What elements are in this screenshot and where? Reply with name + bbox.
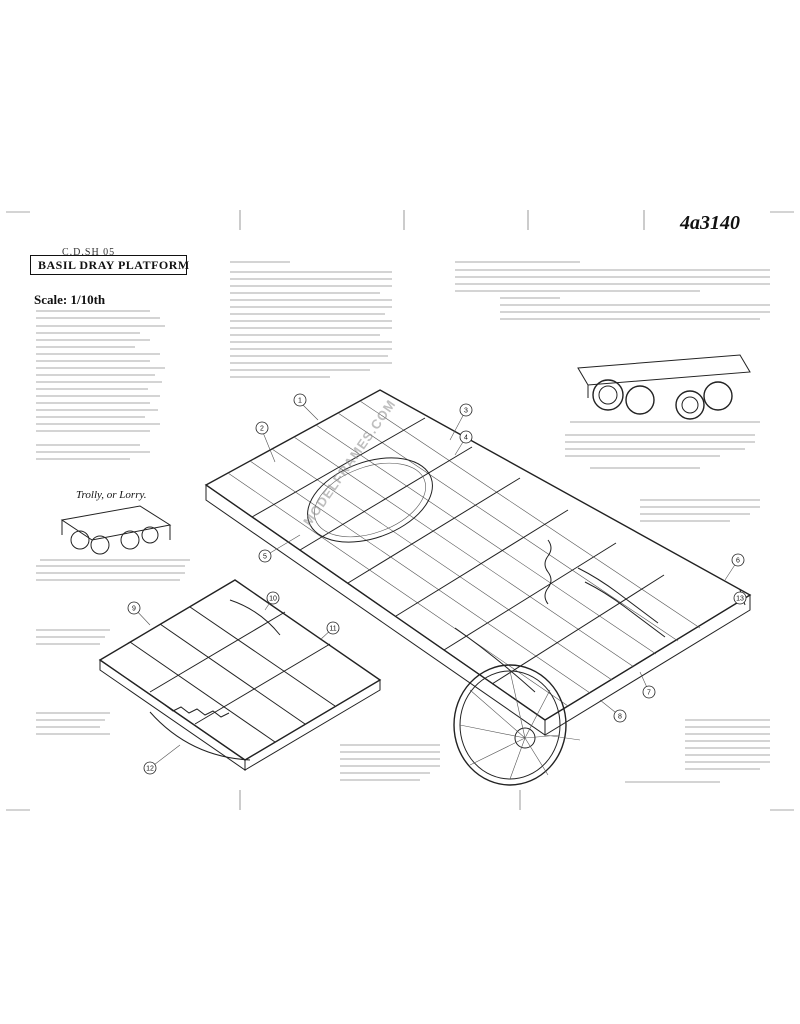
callout-number-9: 9 (132, 606, 136, 613)
callout-number-1: 1 (298, 398, 302, 405)
drawing-title: BASIL DRAY PLATFORM (38, 258, 190, 272)
callout-number-7: 7 (647, 690, 651, 697)
callout-number-3: 3 (464, 408, 468, 415)
callout-number-10: 10 (269, 596, 277, 603)
callout-10 (266, 591, 280, 605)
callout-9 (127, 601, 141, 615)
callout-6 (731, 553, 745, 567)
callout-11 (326, 621, 340, 635)
callout-4 (459, 430, 473, 444)
title-box (30, 255, 187, 275)
callout-13 (733, 591, 747, 605)
callout-2 (255, 421, 269, 435)
dray-sketch (570, 354, 760, 423)
callout-12 (143, 761, 157, 775)
callout-number-8: 8 (618, 714, 622, 721)
reference-code: C.D.SH 05 (62, 247, 116, 258)
catalogue-number: 4a3140 (680, 212, 740, 234)
front-wheel (453, 664, 567, 786)
callout-number-6: 6 (736, 558, 740, 565)
callout-3 (459, 403, 473, 417)
callout-circles (127, 393, 747, 775)
callout-number-11: 11 (329, 626, 336, 633)
left-notes-text (36, 310, 185, 735)
notes-text-columns (230, 261, 770, 783)
trolley-sketch (40, 505, 190, 561)
callout-number-12: 12 (146, 766, 154, 773)
callout-8 (613, 709, 627, 723)
callout-number-5: 5 (263, 554, 267, 561)
callout-1 (293, 393, 307, 407)
callout-7 (642, 685, 656, 699)
callout-5 (258, 549, 272, 563)
callout-number-13: 13 (736, 596, 744, 603)
main-platform (204, 389, 752, 736)
callout-number-2: 2 (260, 426, 264, 433)
crop-marks (6, 210, 794, 811)
scale-label: Scale: 1/10th (34, 292, 106, 307)
callout-number-4: 4 (464, 435, 468, 442)
trolley-caption: Trolly, or Lorry. (76, 489, 147, 501)
underframe-detail (98, 579, 382, 771)
